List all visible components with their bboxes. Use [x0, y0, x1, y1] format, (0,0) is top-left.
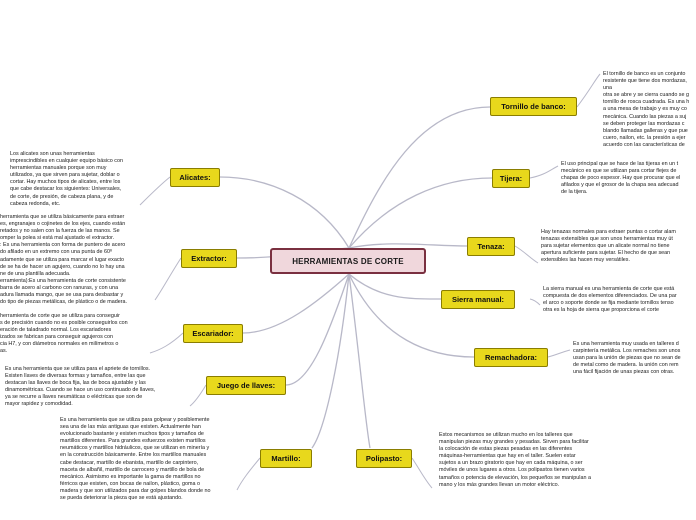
topic-tenaza[interactable]: Tenaza: — [467, 237, 515, 256]
topic-polipasto[interactable]: Polipasto: — [356, 449, 412, 468]
topic-juego-de-llaves[interactable]: Juego de llaves: — [206, 376, 286, 395]
topic-martillo[interactable]: Martillo: — [260, 449, 312, 468]
note-juego-de-llaves: Es una herramienta que se utiliza para e… — [5, 366, 156, 408]
topic-alicates[interactable]: Alicates: — [170, 168, 220, 187]
branch-remachadora — [348, 273, 475, 358]
note-line-polipasto — [411, 457, 433, 489]
note-escariador: herramienta de corte que se utiliza para… — [0, 313, 128, 355]
topic-escariador[interactable]: Escariador: — [183, 324, 243, 343]
note-line-tenaza — [514, 245, 539, 264]
note-line-juego — [189, 384, 207, 407]
note-martillo: Es una herramienta que se utiliza para g… — [60, 417, 211, 502]
note-tijera: El uso principal que se hace de las tije… — [561, 161, 681, 196]
note-line-alicates — [139, 176, 171, 206]
note-extractor: herramienta que se utiliza básicamente p… — [0, 214, 128, 304]
branch-sierra — [348, 273, 442, 300]
note-line-remachadora — [547, 349, 571, 358]
note-line-extractor — [154, 257, 182, 301]
branch-martillo — [311, 273, 350, 449]
central-topic[interactable]: HERRAMIENTAS DE CORTE — [270, 248, 426, 274]
note-polipasto: Estos mecanismos se utilizan mucho en lo… — [439, 432, 591, 488]
topic-extractor[interactable]: Extractor: — [181, 249, 237, 268]
branch-escariador — [242, 273, 350, 334]
note-line-tornillo — [576, 73, 601, 108]
branch-juego — [285, 273, 350, 386]
topic-tornillo-de-banco[interactable]: Tornillo de banco: — [490, 97, 577, 116]
branch-tornillo — [348, 106, 491, 249]
note-line-escariador — [149, 332, 184, 354]
note-tornillo-de-banco: El tornillo de banco es un conjunto resi… — [603, 71, 690, 146]
note-line-sierra — [529, 298, 541, 306]
topic-remachadora[interactable]: Remachadora: — [474, 348, 548, 367]
branch-tenaza — [348, 243, 468, 249]
note-remachadora: Es una herramienta muy usada en talleres… — [573, 341, 681, 376]
note-line-martillo — [236, 457, 261, 491]
note-line-tijera — [529, 165, 559, 179]
branch-tijera — [348, 177, 493, 249]
note-tenaza: Hay tenazas normales para extraer puntas… — [541, 229, 676, 264]
branch-polipasto — [348, 273, 371, 449]
topic-tijera[interactable]: Tijera: — [492, 169, 530, 188]
topic-sierra-manual[interactable]: Sierra manual: — [441, 290, 515, 309]
note-alicates: Los alicates son unas herramientas impre… — [10, 151, 123, 207]
branch-alicates — [219, 176, 350, 249]
note-sierra-manual: La sierra manual es una herramienta de c… — [543, 286, 677, 314]
